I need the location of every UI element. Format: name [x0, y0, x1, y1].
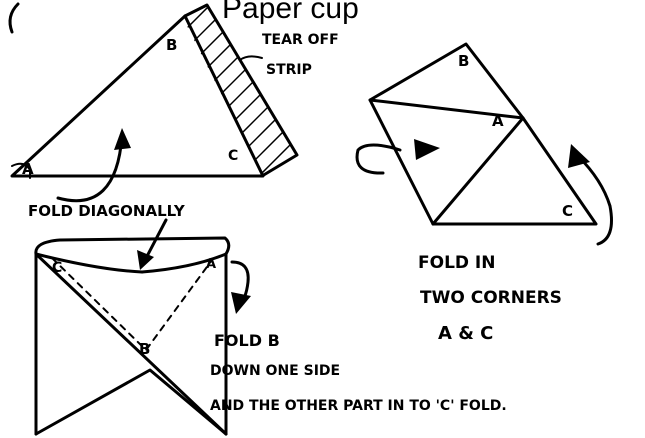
page-title: Paper cup	[222, 0, 359, 25]
tear-strip-hatching	[175, 0, 316, 199]
cup-pointer-head	[137, 250, 154, 270]
step1-corner-a: A	[22, 160, 34, 178]
step1-caption: FOLD DIAGONALLY	[28, 202, 186, 220]
step2-group: B A C FOLD IN TWO CORNERS A & C	[357, 44, 611, 344]
step2-corner-c: C	[562, 202, 573, 220]
cup-bottom-fold	[36, 370, 226, 434]
step2-outer-edges	[370, 44, 523, 224]
strip-pointer	[240, 56, 262, 60]
step1-group: A B C TEAR OFF STRIP FOLD DIAGONALLY	[12, 0, 339, 220]
step3-corner-c: C	[52, 260, 62, 276]
step2-caption-line3: A & C	[438, 323, 493, 344]
step3-caption-line1: FOLD B	[214, 331, 280, 350]
tear-strip-outline	[185, 5, 297, 176]
step3-corner-b: B	[139, 340, 150, 358]
fold-arrow	[58, 136, 122, 201]
step3-corner-a: A	[206, 257, 216, 272]
step2-caption-line1: FOLD IN	[418, 253, 495, 273]
left-arrow-head	[414, 139, 440, 160]
fold-arrow-head	[114, 128, 131, 150]
step3-caption-line2: DOWN ONE SIDE	[210, 363, 340, 379]
cup-side-arrow-head	[231, 292, 251, 314]
left-arrow	[357, 145, 400, 173]
step3-caption-line3: AND THE OTHER PART IN TO 'C' FOLD.	[210, 398, 507, 414]
cup-rim	[36, 238, 229, 254]
strip-label-line2: STRIP	[266, 62, 312, 78]
right-arrow	[578, 156, 612, 244]
step2-corner-b: B	[458, 52, 469, 70]
strip-label-line1: TEAR OFF	[262, 32, 339, 48]
step1-corner-b: B	[166, 36, 177, 54]
step1-triangle	[12, 16, 263, 176]
step1-corner-c: C	[228, 148, 238, 164]
step2-corner-a: A	[492, 112, 504, 130]
bracket-mark	[10, 4, 18, 32]
step2-caption-line2: TWO CORNERS	[420, 288, 562, 308]
